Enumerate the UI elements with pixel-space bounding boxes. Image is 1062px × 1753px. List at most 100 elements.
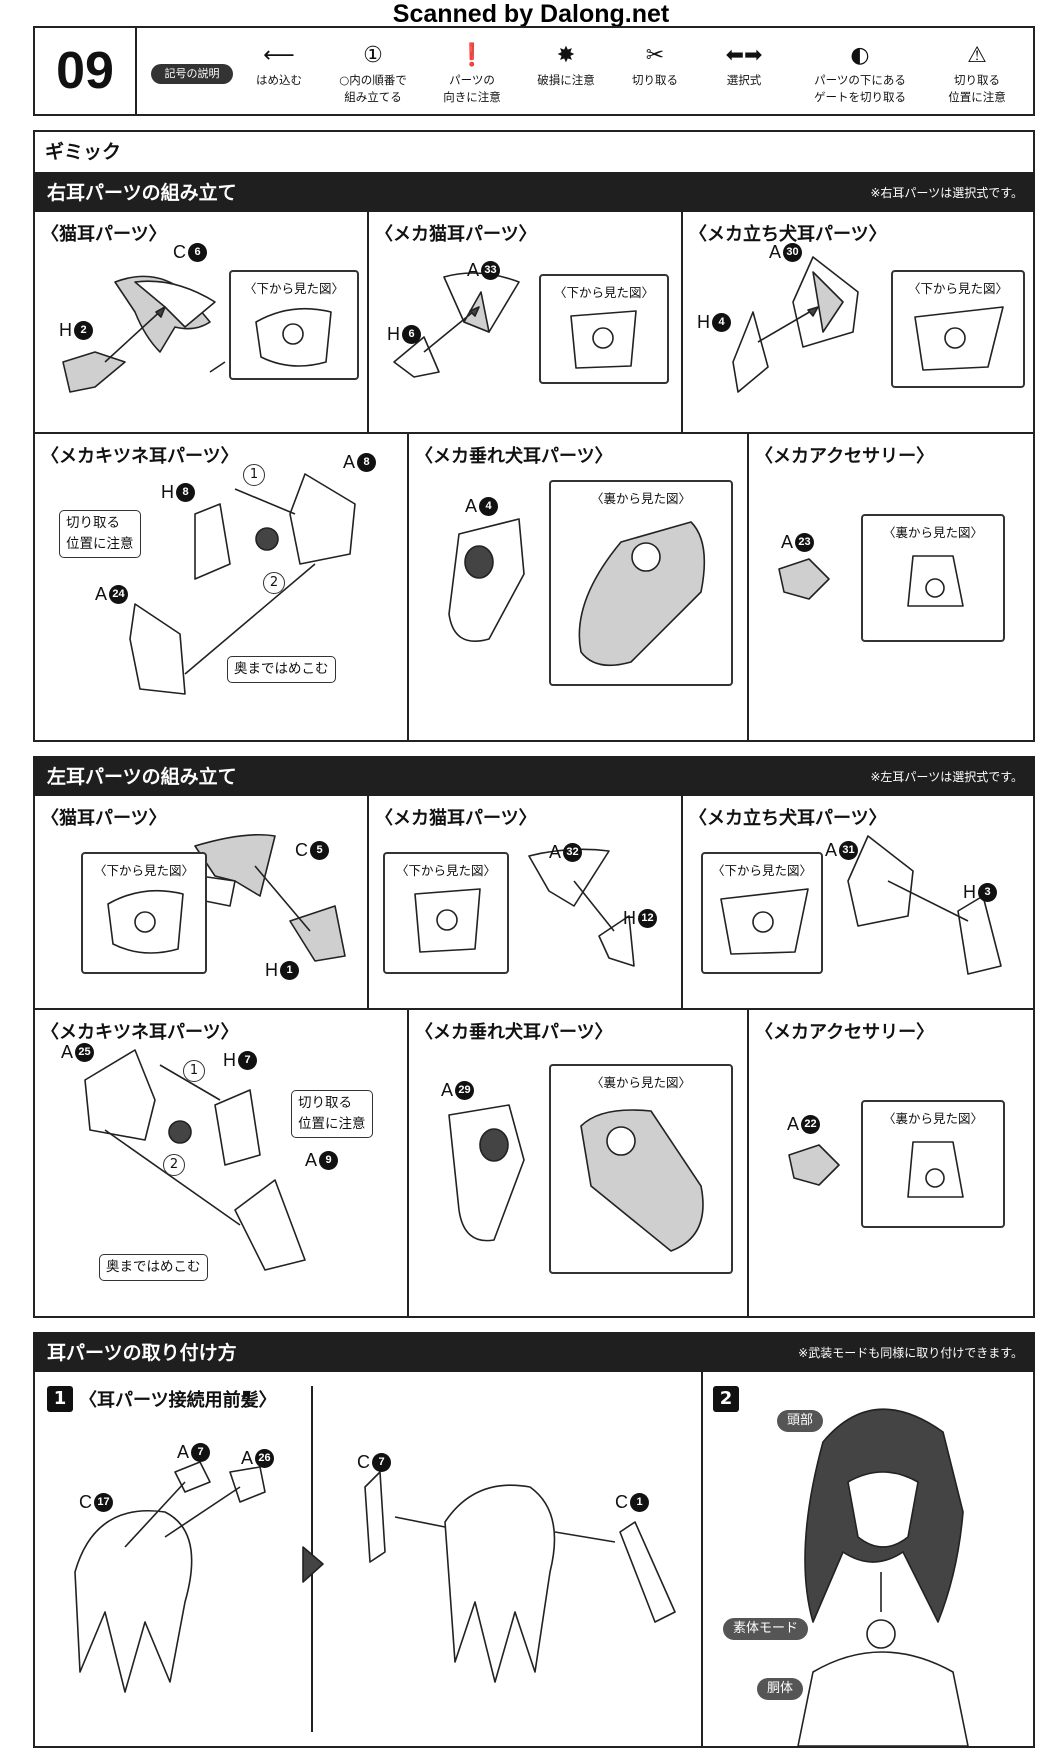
cutting-icon: ✂ <box>645 42 665 68</box>
legend-item-direction: ❗ パーツの 向きに注意 <box>429 38 515 112</box>
legend-item-choice: ⬅➡ 選択式 <box>701 38 787 112</box>
note-push-in: 奥まではめこむ <box>227 656 336 683</box>
head-body-diagram <box>797 1408 969 1746</box>
order-step-2: 2 <box>163 1154 185 1176</box>
inset-view: 〈下から見た図〉 <box>229 270 359 380</box>
step-number-1: 1 <box>47 1386 73 1412</box>
mecha-fox-ear-diagram <box>84 1049 306 1271</box>
cut-position-icon: ⚠ <box>967 42 987 68</box>
banner-right-ear: 右耳パーツの組み立て ※右耳パーツは選択式です。 <box>33 172 1035 212</box>
hair-attach-diagram <box>74 1461 676 1693</box>
inset-view: 〈裏から見た図〉 <box>549 1064 733 1274</box>
inset-view: 〈下から見た図〉 <box>81 852 207 974</box>
legend-item-gate: ◐ パーツの下にある ゲートを切り取る <box>801 38 919 112</box>
cat-ear-diagram <box>62 275 226 393</box>
legend-label: 記号の説明 <box>151 64 233 84</box>
mecha-cat-ear-diagram <box>528 848 635 967</box>
inset-view: 〈下から見た図〉 <box>539 274 669 384</box>
inset-view: 〈下から見た図〉 <box>701 852 823 974</box>
legend-item-cut-position: ⚠ 切り取る 位置に注意 <box>929 38 1025 112</box>
legend-item-breakage: ✸ 破損に注意 <box>523 38 609 112</box>
step-number: 09 <box>35 28 137 114</box>
mecha-dog-ear-diagram <box>847 835 1002 975</box>
legend-item-insert: ⟵ はめ込む <box>247 38 311 112</box>
inset-view: 〈裏から見た図〉 <box>861 1100 1005 1228</box>
mecha-fox-ear-diagram <box>129 473 356 695</box>
mecha-droop-ear-diagram <box>448 518 525 642</box>
scan-watermark: Scanned by Dalong.net <box>392 0 670 28</box>
inset-view: 〈裏から見た図〉 <box>861 514 1005 642</box>
label-torso: 胴体 <box>757 1678 804 1700</box>
label-head: 頭部 <box>777 1410 824 1432</box>
panel-attach-step-2: 2 頭部 素体モード 胴体 <box>703 1372 1033 1746</box>
inset-view: 〈下から見た図〉 <box>383 852 509 974</box>
symbol-legend: 09 記号の説明 ⟵ はめ込む ① ○内の順番で 組み立てる ❗ パーツの 向き… <box>33 26 1035 116</box>
note-cut-position: 切り取る 位置に注意 <box>59 510 141 558</box>
mecha-droop-ear-diagram <box>448 1104 525 1242</box>
note-push-in: 奥まではめこむ <box>99 1254 208 1281</box>
mecha-accessory-diagram <box>778 558 830 600</box>
inset-view: 〈下から見た図〉 <box>891 270 1025 388</box>
order-step-2: 2 <box>263 572 285 594</box>
gate-cut-icon: ◐ <box>850 42 870 68</box>
section-heading-gimmick: ギミック <box>33 130 1035 172</box>
label-body-mode: 素体モード <box>723 1618 809 1640</box>
exclamation-icon: ❗ <box>458 42 486 68</box>
step-1-title: 〈耳パーツ接続用前髪〉 <box>79 1390 277 1411</box>
banner-left-ear: 左耳パーツの組み立て ※左耳パーツは選択式です。 <box>33 756 1035 796</box>
mecha-dog-ear-diagram <box>732 256 859 393</box>
double-arrow-icon: ⬅➡ <box>725 42 763 68</box>
note-cut-position: 切り取る 位置に注意 <box>291 1090 373 1138</box>
legend-item-cut: ✂ 切り取る <box>617 38 693 112</box>
cat-ear-diagram <box>194 834 346 962</box>
breakage-icon: ✸ <box>556 42 576 68</box>
inset-view: 〈裏から見た図〉 <box>549 480 733 686</box>
order-step-1: 1 <box>183 1060 205 1082</box>
circled-number-icon: ① <box>363 42 383 68</box>
banner-attach: 耳パーツの取り付け方 ※武装モードも同様に取り付けできます。 <box>33 1332 1035 1372</box>
step-number-2: 2 <box>713 1386 739 1412</box>
